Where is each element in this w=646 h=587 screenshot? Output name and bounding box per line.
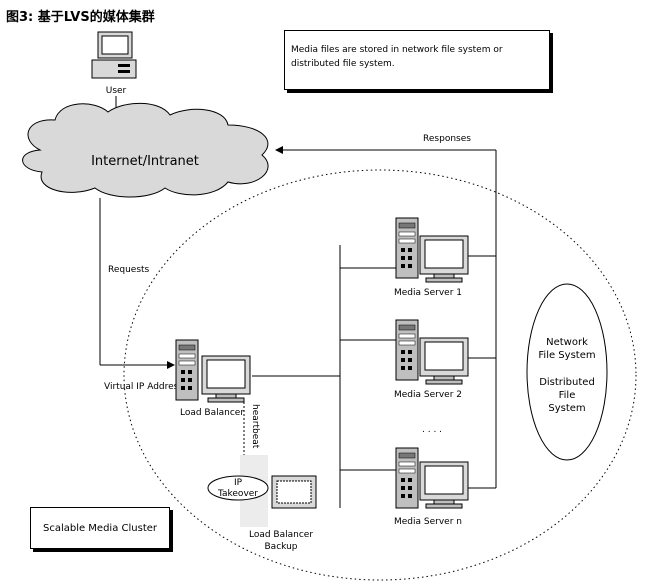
user-label: User	[106, 86, 127, 96]
media-server-n-monitor-icon	[419, 461, 469, 509]
nfs-label-1: Network	[546, 337, 588, 348]
load-balancer-monitor-icon	[201, 355, 251, 403]
ip-takeover-bubble	[207, 475, 269, 501]
storage-note: Media files are stored in network file s…	[284, 30, 550, 90]
backup-label-2: Backup	[265, 542, 298, 552]
media-server-2-monitor-icon	[419, 337, 469, 385]
media-server-1-label: Media Server 1	[394, 288, 462, 298]
requests-label: Requests	[108, 265, 150, 275]
load-balancer-label: Load Balancer	[180, 408, 244, 418]
ip-takeover-label-1: IP	[234, 478, 243, 488]
internet-label: Internet/Intranet	[91, 154, 199, 169]
file-system-icon	[526, 283, 608, 461]
responses-label: Responses	[423, 134, 471, 144]
figure-title: 图3: 基于LVS的媒体集群	[6, 9, 155, 25]
more-servers-ellipsis: . . . .	[422, 425, 442, 435]
heartbeat-label: heartbeat	[250, 404, 260, 449]
backup-label-1: Load Balancer	[249, 530, 313, 540]
dfs-label-2: File	[559, 390, 576, 401]
cluster-boundary	[123, 169, 637, 581]
media-server-1-tower-icon	[395, 217, 419, 279]
media-server-2-tower-icon	[395, 319, 419, 381]
nfs-label-2: File System	[538, 350, 595, 361]
load-balancer-tower-icon	[175, 339, 199, 401]
media-server-n-tower-icon	[395, 447, 419, 509]
virtual-ip-label: Virtual IP Address	[104, 382, 183, 392]
user-computer-icon	[91, 31, 137, 79]
dfs-label-3: System	[548, 403, 585, 414]
ip-takeover-label-2: Takeover	[217, 489, 258, 499]
storage-note-text: Media files are stored in network file s…	[291, 45, 503, 69]
cluster-label-box: Scalable Media Cluster	[30, 507, 170, 549]
dfs-label-1: Distributed	[539, 377, 595, 388]
internet-cloud-icon	[22, 102, 269, 198]
media-server-1-monitor-icon	[419, 235, 469, 283]
media-server-2-label: Media Server 2	[394, 390, 462, 400]
cluster-label: Scalable Media Cluster	[42, 522, 158, 534]
media-server-n-label: Media Server n	[394, 517, 462, 527]
